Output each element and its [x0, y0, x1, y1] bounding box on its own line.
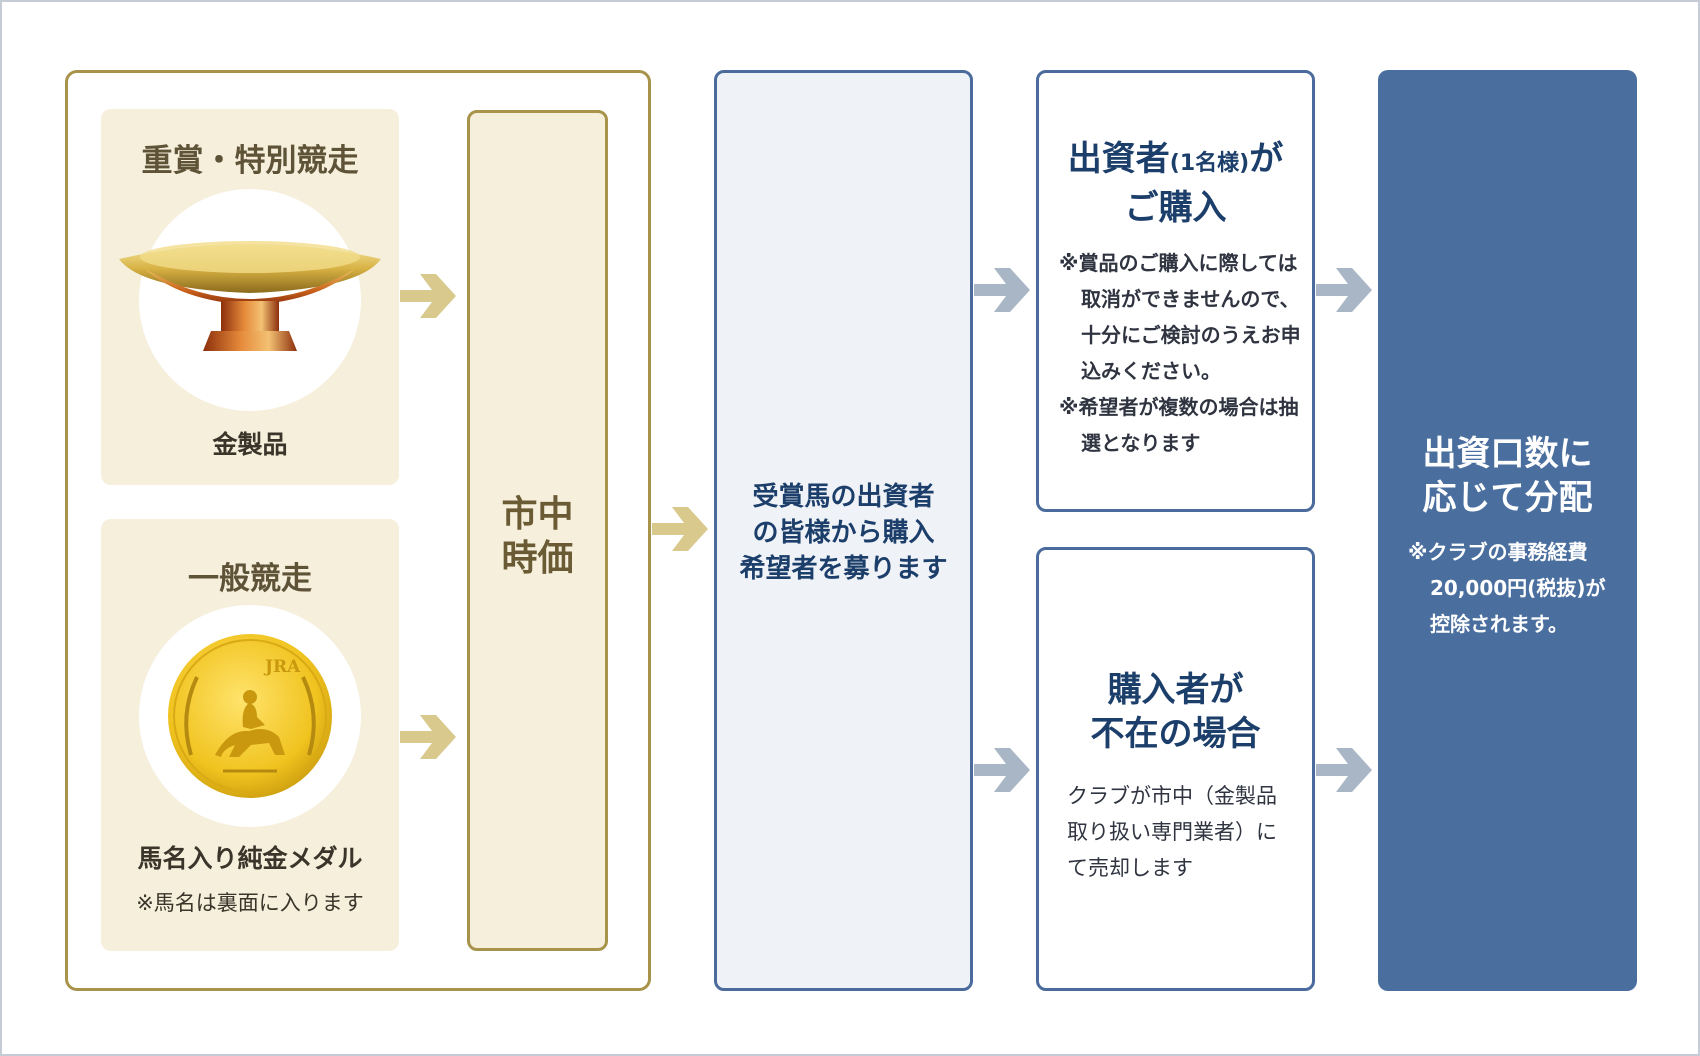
distribution-box: 出資口数に 応じて分配 ※クラブの事務経費20,000円(税抜)が控除されます。 — [1378, 70, 1637, 991]
general-race-note: ※馬名は裏面に入ります — [136, 891, 364, 915]
medal-circle: JRA — [139, 605, 361, 827]
market-label-line2: 時価 — [501, 538, 574, 579]
recruit-buyers-box: 受賞馬の出資者 の皆様から購入 希望者を募ります — [714, 70, 973, 991]
arrow-graded-to-market — [398, 264, 462, 328]
general-race-caption: 馬名入り純金メダル — [137, 844, 363, 873]
recruit-line2: の皆様から購入 — [752, 518, 935, 548]
arrow-recruit-to-buyer — [972, 258, 1036, 322]
buyer-title-small: (1名様) — [1169, 151, 1250, 176]
market-label-line1: 市中 — [501, 494, 574, 535]
buyer-title-line2: ご購入 — [1124, 188, 1227, 228]
market-price-label: 市中 時価 — [470, 493, 605, 581]
gold-medal-icon — [168, 634, 332, 798]
recruit-text: 受賞馬の出資者 の皆様から購入 希望者を募ります — [717, 479, 970, 587]
buyer-title-main: 出資者 — [1067, 139, 1170, 179]
market-price-box: 市中 時価 — [467, 110, 608, 951]
trophy-circle — [119, 189, 381, 411]
buyer-note-lottery: ※希望者が複数の場合は抽選となります — [1059, 395, 1299, 455]
arrow-group-to-recruit — [650, 497, 714, 561]
arrow-buyer-to-distribute — [1314, 258, 1378, 322]
investor-purchase-title-line1: 出資者(1名様)が — [1039, 137, 1312, 186]
arrow-general-to-market — [398, 705, 462, 769]
recruit-line3: 希望者を募ります — [739, 554, 948, 584]
no-buyer-title-line2: 不在の場合 — [1090, 714, 1261, 754]
medal-jra-text: JRA — [265, 657, 301, 677]
investor-purchase-title: 出資者(1名様)が ご購入 — [1039, 137, 1312, 230]
distribution-note: ※クラブの事務経費20,000円(税抜)が控除されます。 — [1408, 540, 1606, 636]
no-buyer-title-line1: 購入者が — [1107, 670, 1244, 710]
graded-race-title: 重賞・特別競走 — [141, 143, 359, 179]
distribution-title-line1: 出資口数に — [1422, 434, 1593, 474]
buyer-notes: ※賞品のご購入に際しては取消ができませんので、十分にご検討のうえお申込みください… — [1059, 245, 1304, 461]
graded-race-caption: 金製品 — [212, 430, 288, 459]
buyer-title-suffix: が — [1249, 139, 1284, 179]
distribution-title: 出資口数に 応じて分配 — [1378, 432, 1637, 520]
investor-purchase-box: 出資者(1名様)が ご購入 ※賞品のご購入に際しては取消ができませんので、十分に… — [1036, 70, 1315, 512]
no-buyer-box: 購入者が 不在の場合 クラブが市中（金製品取り扱い専門業者）にて売却します — [1036, 547, 1315, 991]
buyer-note-cancel: ※賞品のご購入に際しては取消ができませんので、十分にご検討のうえお申込みください… — [1059, 251, 1301, 383]
general-race-card: 一般競走 JRA 馬名入り純金 — [101, 519, 399, 951]
no-buyer-text: クラブが市中（金製品取り扱い専門業者）にて売却します — [1067, 784, 1277, 880]
general-race-title: 一般競走 — [188, 561, 312, 597]
arrow-absent-to-distribute — [1314, 738, 1378, 802]
graded-race-card: 重賞・特別競走 — [101, 109, 399, 485]
no-buyer-title: 購入者が 不在の場合 — [1039, 668, 1312, 756]
distribution-title-line2: 応じて分配 — [1422, 478, 1593, 518]
gold-trophy-cup-icon — [119, 241, 381, 351]
arrow-recruit-to-absent — [972, 738, 1036, 802]
recruit-line1: 受賞馬の出資者 — [752, 482, 935, 512]
